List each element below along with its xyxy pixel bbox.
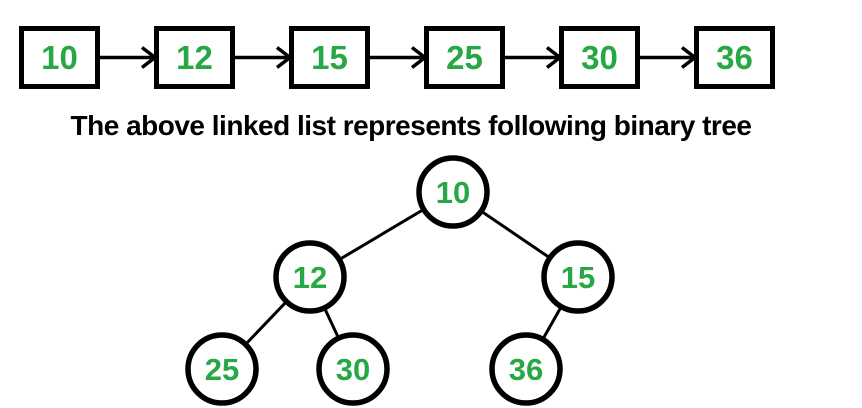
- next-pointer-arrow-icon: [639, 46, 698, 69]
- tree-node-circle: [416, 155, 490, 229]
- tree-node-value: 10: [436, 175, 470, 210]
- next-pointer-arrow-icon: [504, 46, 563, 69]
- next-pointer-arrow-icon: [369, 46, 428, 69]
- linked-list-node-value: 36: [716, 39, 753, 76]
- tree-node-circle: [273, 240, 347, 314]
- tree-node-value: 25: [205, 352, 239, 387]
- tree-edge: [220, 275, 312, 371]
- next-pointer-arrow-icon: [99, 46, 158, 69]
- linked-list-node-value: 30: [581, 39, 618, 76]
- tree-node-value: 15: [561, 260, 595, 295]
- tree-edge: [452, 190, 579, 279]
- linked-list-node: 36: [694, 26, 775, 89]
- tree-edge: [309, 190, 454, 279]
- tree-node-30: 30: [316, 332, 390, 406]
- tree-node-10: 10: [416, 155, 490, 229]
- linked-list-node-value: 25: [446, 39, 483, 76]
- linked-list-node-value: 10: [41, 39, 78, 76]
- linked-list-node: 10: [19, 26, 100, 89]
- linked-list-node: 12: [154, 26, 235, 89]
- linked-list-node: 30: [559, 26, 640, 89]
- linked-list-node: 15: [289, 26, 370, 89]
- caption-text: The above linked list represents followi…: [70, 110, 752, 141]
- tree-node-circle: [316, 332, 390, 406]
- linked-list-node-value: 15: [311, 39, 348, 76]
- tree-node-value: 30: [336, 352, 370, 387]
- tree-node-25: 25: [185, 332, 259, 406]
- tree-node-12: 12: [273, 240, 347, 314]
- tree-node-circle: [541, 240, 615, 314]
- tree-node-15: 15: [541, 240, 615, 314]
- next-pointer-arrow-icon: [234, 46, 293, 69]
- tree-node-value: 36: [509, 352, 543, 387]
- tree-node-value: 12: [293, 260, 327, 295]
- linked-list-node-value: 12: [176, 39, 213, 76]
- tree-node-36: 36: [489, 332, 563, 406]
- tree-edge: [524, 276, 580, 370]
- tree-node-circle: [489, 332, 563, 406]
- tree-node-circle: [185, 332, 259, 406]
- linked-list-node: 25: [424, 26, 505, 89]
- tree-edge: [308, 276, 355, 370]
